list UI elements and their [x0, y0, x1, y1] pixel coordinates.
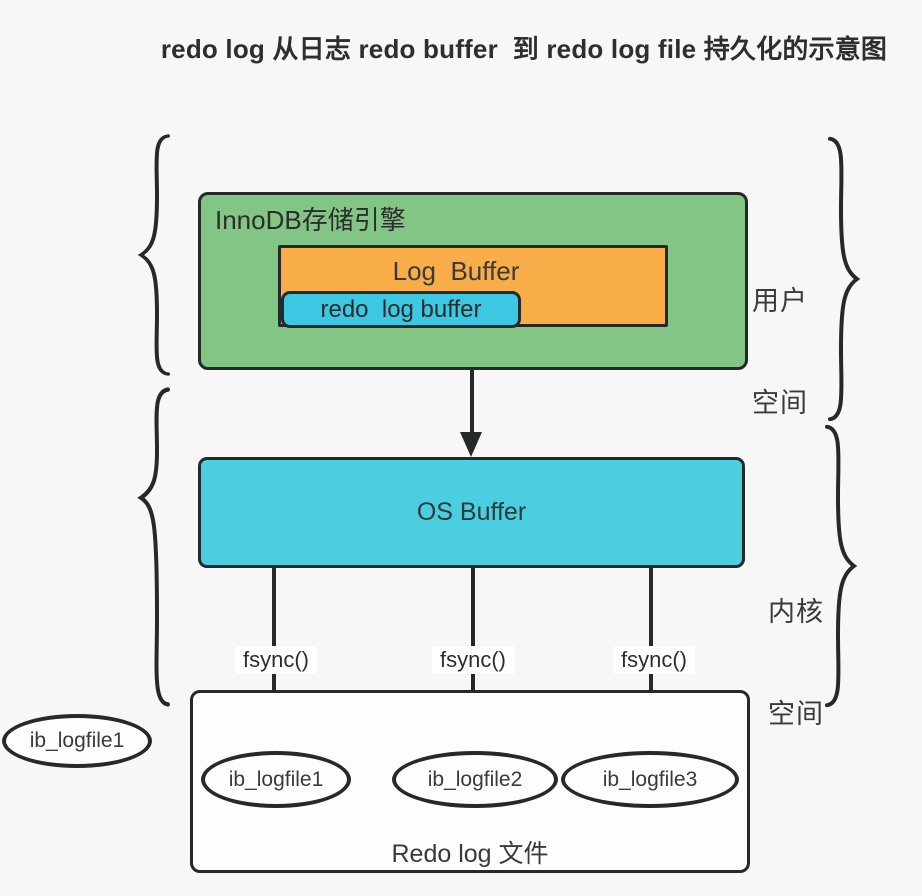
fsync-label-2: fsync() [432, 646, 514, 674]
innodb-engine-label: InnoDB存储引擎 [215, 205, 406, 235]
logfile1-label: ib_logfile1 [228, 767, 324, 791]
arrow-head-innodb-to-os-icon [460, 432, 482, 457]
os-buffer-box: OS Buffer [198, 457, 745, 568]
left-brace-user-space [137, 134, 170, 376]
os-buffer-label: OS Buffer [416, 498, 527, 526]
fsync-arrow-line-3 [649, 566, 653, 724]
left-brace-kernel-space [137, 387, 170, 707]
redo-log-buffer-label: redo log buffer [320, 295, 482, 323]
kernel-space-line2: 空间 [768, 699, 824, 729]
log-buffer-label: Log Buffer [392, 256, 520, 286]
external-logfile-label: ib_logfile1 [29, 729, 125, 752]
right-brace-kernel-space [825, 424, 858, 708]
user-space-label: 用户 空间 [752, 216, 808, 488]
fsync-label-3: fsync() [613, 646, 695, 674]
right-brace-user-space [828, 136, 861, 422]
redo-log-files-label: Redo log 文件 [391, 840, 549, 868]
arrow-line-innodb-to-os [470, 368, 474, 434]
fsync-label-1: fsync() [235, 646, 317, 674]
diagram-title: redo log 从日志 redo buffer 到 redo log file… [160, 34, 888, 64]
logfile2-ellipse: ib_logfile2 [392, 751, 558, 808]
logfile3-ellipse: ib_logfile3 [561, 751, 739, 808]
fsync-arrow-line-2 [471, 566, 475, 724]
fsync-arrow-line-1 [272, 566, 276, 724]
logfile1-ellipse: ib_logfile1 [201, 751, 351, 808]
redo-log-buffer-box: redo log buffer [281, 291, 521, 328]
kernel-space-line1: 内核 [768, 597, 824, 627]
user-space-line2: 空间 [752, 388, 808, 418]
user-space-line1: 用户 [752, 286, 808, 316]
logfile2-label: ib_logfile2 [427, 767, 523, 791]
external-logfile-ellipse: ib_logfile1 [2, 714, 152, 768]
kernel-space-label: 内核 空间 [768, 527, 824, 799]
logfile3-label: ib_logfile3 [602, 767, 698, 791]
